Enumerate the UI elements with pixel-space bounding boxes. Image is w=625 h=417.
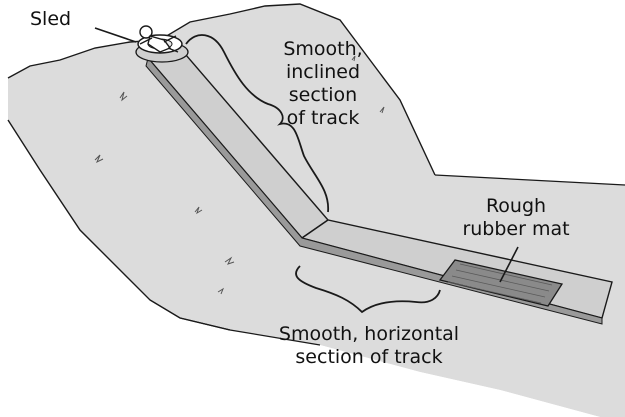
mat-label-line-1: Rough: [485, 195, 547, 217]
rider-icon: [139, 25, 179, 53]
inclined-section-label: Smooth, inclined section of track: [278, 38, 368, 130]
horizontal-label-line-2: section of track: [295, 346, 443, 368]
mat-label-line-2: rubber mat: [462, 218, 570, 240]
horizontal-label-line-1: Smooth, horizontal: [278, 323, 460, 345]
hill-base-edge: [149, 299, 321, 346]
hill-crack-3: [194, 206, 203, 215]
hill-ridge-line: [7, 3, 436, 176]
hill-crack-2: [94, 154, 104, 164]
horizontal-brace: [295, 265, 441, 314]
hill-crack-4: [224, 256, 235, 265]
sled-label: Sled: [30, 8, 72, 30]
hill-crack-6: [379, 106, 385, 114]
horizontal-section-label: Smooth, horizontal section of track: [256, 323, 482, 369]
hill-crack-7: [351, 55, 356, 62]
incline-brace: [185, 34, 329, 213]
mat-leader-line: [499, 246, 519, 283]
ground-edge: [434, 174, 625, 186]
rubber-mat-texture: [447, 263, 553, 304]
rubber-mat-label: Rough rubber mat: [456, 195, 576, 241]
hill-crack-5: [217, 287, 225, 295]
inclined-label-line-1: Smooth,: [283, 38, 363, 60]
inclined-label-line-4: of track: [286, 107, 360, 129]
inclined-label-line-3: section: [288, 84, 358, 106]
sled-leader-line: [94, 27, 137, 43]
rubber-mat: [438, 259, 564, 307]
inclined-label-line-2: inclined: [285, 61, 361, 83]
track-side-face: [145, 56, 603, 325]
hill-front-face: [8, 120, 600, 417]
hill-crack-1: [119, 91, 128, 102]
